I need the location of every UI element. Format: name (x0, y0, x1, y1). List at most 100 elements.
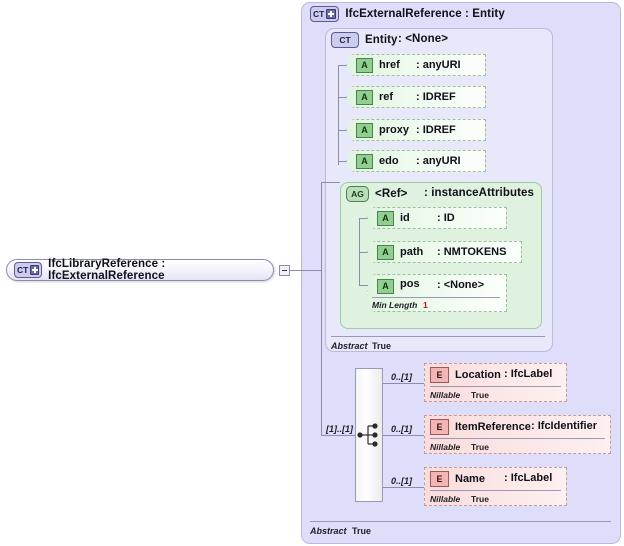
ct-plus-icon[interactable]: CT (310, 6, 340, 22)
entity-header[interactable]: CT Entity (331, 32, 398, 48)
a-icon-proxy: A (356, 122, 373, 138)
root-branch-trunk-upper (321, 182, 322, 271)
a-icon-ref: A (356, 89, 373, 105)
element-header-location: E Location (430, 367, 501, 383)
sequence-to-itemreference-line (383, 435, 425, 436)
element-type-name: : IfcLabel (504, 472, 553, 484)
a-icon-pos: A (377, 279, 394, 294)
e-icon-label-name: E (436, 473, 443, 484)
sequence-to-name-line (383, 487, 425, 488)
entity-type: : <None> (398, 33, 449, 45)
location-facet-value: True (471, 390, 489, 400)
ag-attr-branch-1 (359, 218, 368, 219)
root-branch-trunk-lower (321, 270, 322, 435)
a-icon-label-id: A (382, 212, 389, 223)
element-box-itemreference[interactable] (424, 415, 611, 454)
name-cardinality: 0..[1] (391, 476, 413, 486)
pos-facet-separator (372, 297, 500, 298)
entity-abstract-value: True (372, 341, 392, 351)
root-connector-line (290, 270, 322, 271)
attribute-name-path: path (400, 246, 424, 258)
ct-icon-label: CT (313, 8, 325, 19)
attribute-row-proxy[interactable]: A proxy (346, 119, 486, 141)
a-icon-label-path: A (382, 246, 389, 257)
attribute-group-header[interactable]: AG <Ref> (346, 186, 407, 202)
location-facet-separator (430, 386, 561, 387)
name-facet-separator (430, 490, 561, 491)
attribute-group-name: <Ref> (375, 188, 408, 200)
element-name-name: Name (455, 473, 485, 485)
sequence-connector[interactable] (355, 368, 383, 502)
attribute-type-proxy: : IDREF (416, 124, 456, 136)
outer-abstract-separator (310, 521, 611, 522)
entity-attr-branch-4 (338, 161, 347, 162)
root-collapse-button[interactable] (279, 265, 290, 276)
location-facet-label: Nillable (430, 390, 461, 400)
root-ct-icon-label: CT (17, 264, 29, 275)
ag-attr-branch-2 (359, 252, 368, 253)
entity-name: Entity (365, 34, 398, 46)
sequence-to-location-line (383, 383, 425, 384)
attribute-row-ref[interactable]: A ref (346, 86, 486, 108)
root-expand-plus-icon[interactable] (30, 265, 40, 275)
itemreference-facet-separator (430, 438, 605, 439)
expand-plus-icon[interactable] (326, 9, 337, 19)
e-icon-name: E (430, 471, 449, 487)
itemreference-facet-label: Nillable (430, 442, 461, 452)
attribute-name-edo: edo (379, 155, 399, 167)
entity-attr-branch-3 (338, 130, 347, 131)
ag-attr-branch-3 (359, 285, 368, 286)
outer-abstract-label: Abstract (310, 526, 347, 536)
entity-abstract-label: Abstract (331, 341, 368, 351)
e-icon-label-itemreference: E (436, 421, 443, 432)
root-node[interactable]: CT IfcLibraryReference : IfcExternalRefe… (6, 258, 274, 282)
attribute-name-ref: ref (379, 91, 394, 103)
element-type-location: : IfcLabel (504, 368, 553, 380)
pos-facet-value: 1 (423, 300, 428, 310)
outer-container-title: IfcExternalReference : Entity (345, 8, 505, 20)
element-header-itemreference: E ItemReference (430, 419, 531, 435)
attribute-row-pos[interactable]: A pos (367, 274, 507, 312)
location-cardinality: 0..[1] (391, 372, 413, 382)
outer-container-header[interactable]: CT IfcExternalReference : Entity (310, 6, 505, 22)
entity-attr-branch-1 (338, 65, 347, 66)
entity-abstract-separator (331, 336, 545, 337)
ct-icon-label-2: CT (339, 34, 351, 45)
attribute-type-edo: : anyURI (416, 155, 461, 167)
itemreference-cardinality: 0..[1] (391, 424, 413, 434)
e-icon-location: E (430, 367, 449, 383)
root-ct-plus-icon[interactable]: CT (14, 262, 43, 278)
attribute-type-pos: : <None> (437, 279, 485, 291)
element-type-itemreference: : IfcIdentifier (531, 420, 598, 432)
a-icon-label-href: A (361, 59, 368, 70)
attribute-row-id[interactable]: A id (367, 207, 507, 229)
attribute-name-href: href (379, 59, 400, 71)
name-facet-value: True (471, 494, 489, 504)
itemreference-facet-value: True (471, 442, 489, 452)
a-icon-label-ref: A (361, 91, 368, 102)
a-icon-label-proxy: A (361, 124, 368, 135)
attribute-name-proxy: proxy (379, 124, 409, 136)
attribute-type-path: : NMTOKENS (437, 246, 507, 258)
sequence-cardinality: [1]..[1] (326, 424, 353, 434)
root-node-label: IfcLibraryReference : IfcExternalReferen… (48, 258, 166, 282)
attribute-row-href[interactable]: A href (346, 54, 486, 76)
element-name-location: Location (455, 369, 501, 381)
ag-icon-label: AG (351, 188, 364, 199)
a-icon-path: A (377, 244, 394, 260)
ct-icon[interactable]: CT (331, 32, 359, 48)
attribute-group-type: : instanceAttributes (424, 187, 534, 199)
attribute-row-edo[interactable]: A edo (346, 150, 486, 172)
attribute-name-pos: pos (400, 278, 420, 290)
a-icon-label-edo: A (361, 155, 368, 166)
root-branch-to-sequence (321, 435, 355, 436)
a-icon-label-pos: A (382, 281, 389, 291)
element-name-itemreference: ItemReference (455, 421, 531, 433)
entity-attr-tree-trunk (338, 65, 339, 165)
e-icon-itemreference: E (430, 419, 449, 435)
sequence-icon (357, 423, 378, 447)
a-icon-edo: A (356, 153, 373, 169)
attribute-type-href: : anyURI (416, 59, 461, 71)
a-icon-id: A (377, 210, 394, 226)
attribute-row-path[interactable]: A path (367, 241, 522, 263)
